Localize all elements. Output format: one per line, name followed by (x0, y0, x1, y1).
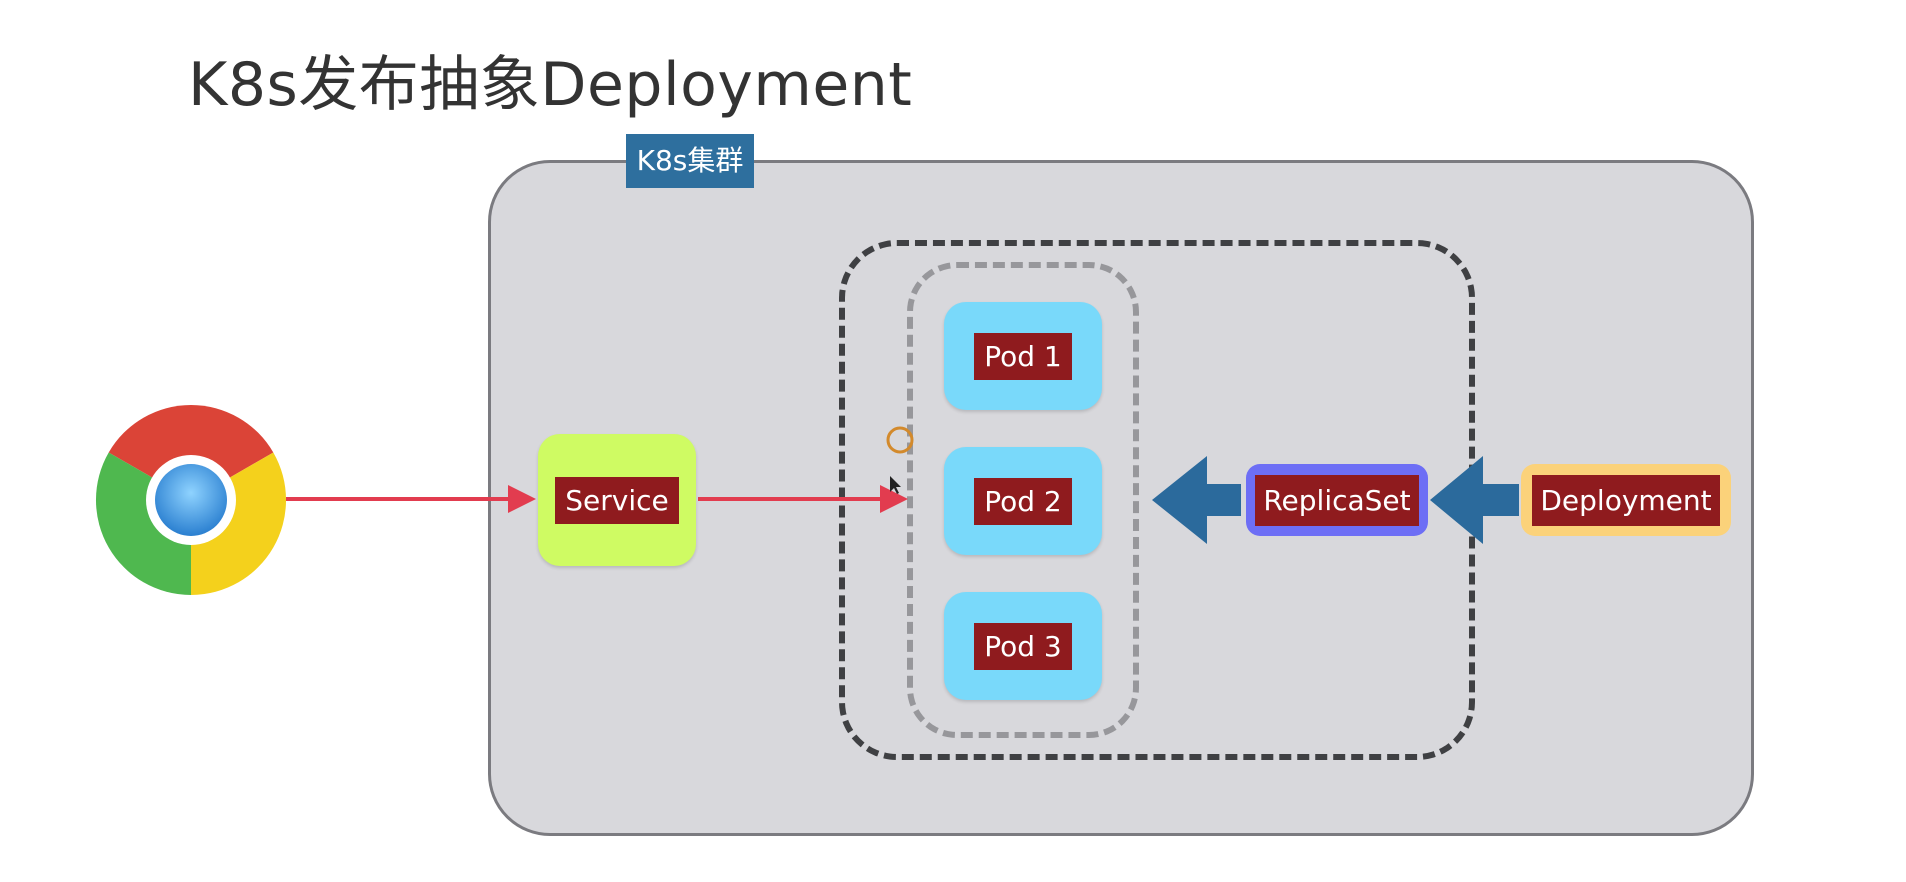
deployment-node: Deployment (1521, 464, 1731, 536)
mouse-pointer-icon (890, 476, 901, 494)
service-label: Service (555, 476, 679, 524)
cursor-ring-icon (886, 426, 914, 454)
replicaset-boundary (907, 262, 1139, 738)
deployment-label: Deployment (1532, 474, 1720, 526)
control-arrow-deployment-to-replicaset (1430, 456, 1519, 544)
pod-label-1: Pod 1 (974, 332, 1072, 380)
pod-node-1: Pod 1 (944, 302, 1102, 410)
pod-node-2: Pod 2 (944, 447, 1102, 555)
pod-label-3: Pod 3 (974, 622, 1072, 670)
cluster-label: K8s集群 (626, 134, 754, 188)
page-title: K8s发布抽象Deployment (188, 50, 913, 120)
traffic-arrow-service-to-pods (698, 485, 908, 513)
pod-node-3: Pod 3 (944, 592, 1102, 700)
pod-label-2: Pod 2 (974, 477, 1072, 525)
replicaset-label: ReplicaSet (1255, 474, 1419, 526)
service-node: Service (538, 434, 696, 566)
control-arrow-replicaset-to-pods (1152, 456, 1241, 544)
chrome-icon (95, 404, 287, 595)
replicaset-node: ReplicaSet (1246, 464, 1428, 536)
traffic-arrow-browser-to-service (286, 485, 536, 513)
